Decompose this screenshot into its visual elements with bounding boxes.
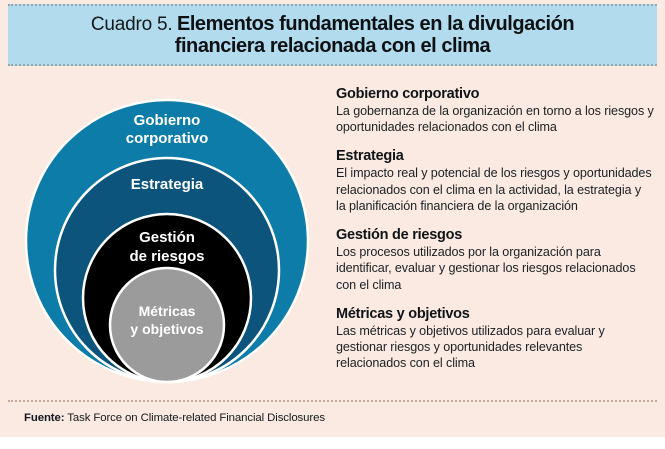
legend-section-gobierno-corporativo: Gobierno corporativo La gobernanza de la… xyxy=(336,86,654,135)
figure-footer: Fuente: Task Force on Climate-related Fi… xyxy=(8,400,657,434)
concentric-circles-diagram: Gobierno corporativo Estrategia Gestión … xyxy=(8,80,326,400)
figure-container: Cuadro 5. Elementos fundamentales en la … xyxy=(0,0,665,437)
ring-label-gestion-line1: Gestión xyxy=(139,229,195,246)
title-block: Cuadro 5. Elementos fundamentales en la … xyxy=(77,13,588,58)
source-label: Fuente: xyxy=(24,412,65,424)
title-text-line-2: financiera relacionada con el clima xyxy=(174,35,491,57)
legend-title: Estrategia xyxy=(336,148,404,165)
legend-title: Métricas y objetivos xyxy=(336,305,470,322)
ring-label-gobierno-line2: corporativo xyxy=(126,130,209,147)
source-value: Task Force on Climate-related Financial … xyxy=(67,412,325,424)
legend-section-gestion-de-riesgos: Gestión de riesgos Los procesos utilizad… xyxy=(336,227,654,293)
cuadro-label: Cuadro 5. xyxy=(90,13,173,35)
legend-title: Gestión de riesgos xyxy=(336,227,463,244)
ring-label-gestion-line2: de riesgos xyxy=(129,248,204,265)
legend-title: Gobierno corporativo xyxy=(336,86,480,102)
ring-label-estrategia: Estrategia xyxy=(131,176,204,193)
ring-label-metricas-line1: Métricas xyxy=(139,303,196,319)
ring-label-gobierno-line1: Gobierno xyxy=(134,112,201,129)
source-note: Fuente: Task Force on Climate-related Fi… xyxy=(8,412,325,424)
figure-header: Cuadro 5. Elementos fundamentales en la … xyxy=(8,4,657,66)
title-text-line-1: Elementos fundamentales en la divulgació… xyxy=(176,12,575,35)
title-line-1: Cuadro 5. Elementos fundamentales en la … xyxy=(90,12,575,35)
legend-body: El impacto real y potencial de los riesg… xyxy=(336,166,652,213)
legend-body: La gobernanza de la organización en torn… xyxy=(336,104,654,135)
ring-label-metricas-line2: y objetivos xyxy=(130,321,203,337)
legend-section-metricas-y-objetivos: Métricas y objetivos Las métricas y obje… xyxy=(336,306,654,372)
legend-body: Las métricas y objetivos utilizados para… xyxy=(336,323,605,371)
legend-body: Los procesos utilizados por la organizac… xyxy=(336,245,636,292)
legend-section-estrategia: Estrategia El impacto real y potencial d… xyxy=(336,148,654,214)
legend-content: Gobierno corporativo La gobernanza de la… xyxy=(336,86,654,372)
ring-metricas-y-objetivos xyxy=(108,266,226,384)
